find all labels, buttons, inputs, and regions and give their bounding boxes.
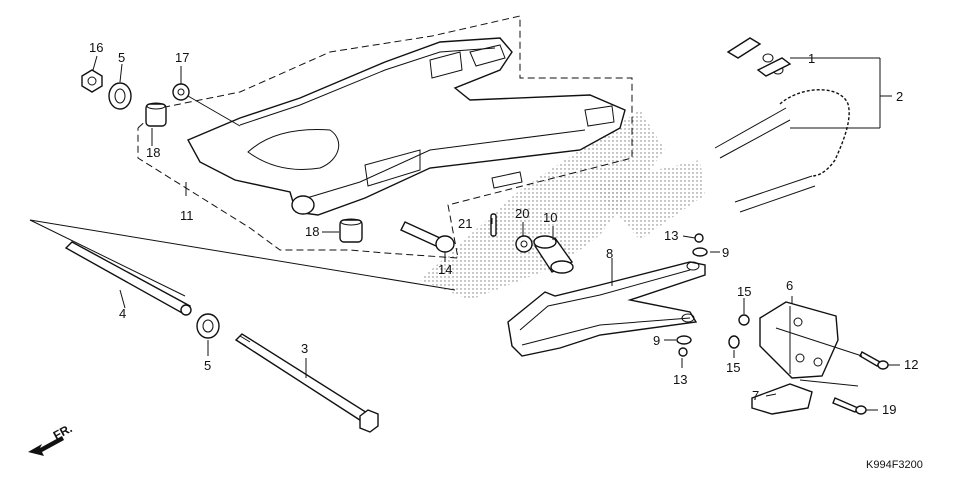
callout-1: 1 xyxy=(808,51,815,66)
callout-11: 11 xyxy=(180,208,194,223)
dust-seal-5-bottom xyxy=(196,313,220,339)
washer-9-bottom xyxy=(676,335,692,345)
callout-5-bottom: 5 xyxy=(204,358,211,373)
screw-13-bottom xyxy=(678,347,688,357)
chain-guide-6 xyxy=(759,301,839,379)
callout-18-bottom: 18 xyxy=(305,224,319,239)
callout-7: 7 xyxy=(752,388,759,403)
washer-9-top xyxy=(692,247,708,257)
bolt-19 xyxy=(832,397,867,415)
callout-3: 3 xyxy=(301,341,308,356)
collar-20 xyxy=(515,235,533,253)
bolt-12 xyxy=(859,351,889,370)
callout-12: 12 xyxy=(904,357,918,372)
washer-17 xyxy=(172,83,190,101)
screw-13-top xyxy=(694,233,704,243)
rubber-10 xyxy=(533,235,574,274)
collar-15-top xyxy=(738,314,750,326)
chain-joint-1 xyxy=(726,37,792,77)
bushing-18-bottom xyxy=(339,218,363,243)
watermark-wing-logo xyxy=(420,110,705,300)
leader-lines xyxy=(92,55,900,411)
swingarm xyxy=(187,37,626,216)
callout-5-top: 5 xyxy=(118,50,125,65)
callout-18-top: 18 xyxy=(146,145,160,160)
callout-9-top: 9 xyxy=(722,245,729,260)
callout-13-top: 13 xyxy=(664,228,678,243)
callout-8: 8 xyxy=(606,246,613,261)
callout-6: 6 xyxy=(786,278,793,293)
callout-15-bottom: 15 xyxy=(726,360,740,375)
collar-15-bottom xyxy=(728,335,740,349)
callout-17: 17 xyxy=(175,50,189,65)
front-direction-arrow-icon xyxy=(28,436,64,456)
callout-19: 19 xyxy=(882,402,896,417)
callout-4: 4 xyxy=(119,306,126,321)
callout-15-top: 15 xyxy=(737,284,751,299)
callout-13-bottom: 13 xyxy=(673,372,687,387)
callout-16: 16 xyxy=(89,40,103,55)
callout-14: 14 xyxy=(438,262,452,277)
pin-21 xyxy=(490,213,497,237)
callout-10: 10 xyxy=(543,210,557,225)
bushing-18-top xyxy=(145,102,167,127)
chain-slider-8 xyxy=(507,261,706,357)
callout-9-bottom: 9 xyxy=(653,333,660,348)
guide-slider-7 xyxy=(751,383,813,415)
callout-21: 21 xyxy=(458,216,472,231)
pivot-shaft-4 xyxy=(64,241,192,316)
drive-chain-2 xyxy=(714,89,850,213)
callout-20: 20 xyxy=(515,206,529,221)
bolt-14 xyxy=(400,221,455,253)
dust-seal-5-top xyxy=(108,82,132,110)
callout-2: 2 xyxy=(896,89,903,104)
pivot-bolt-3 xyxy=(234,333,379,433)
front-label: FR. xyxy=(51,421,75,442)
diagram-code: K994F3200 xyxy=(866,459,923,471)
nut-16 xyxy=(81,69,103,93)
